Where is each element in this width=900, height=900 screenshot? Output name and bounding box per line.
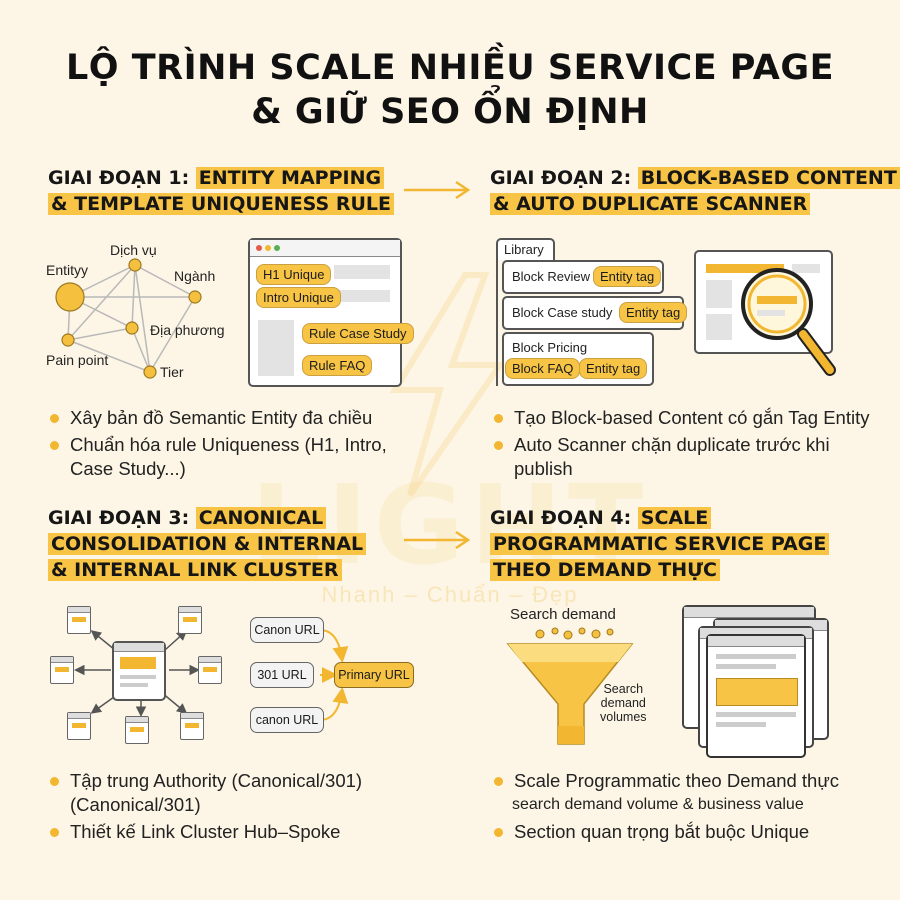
tag-intro-unique: Intro Unique bbox=[256, 287, 341, 308]
graph-node-pain-point: Pain point bbox=[46, 352, 109, 368]
tag-rule-case-study: Rule Case Study bbox=[302, 323, 414, 344]
spoke-page bbox=[50, 656, 74, 684]
301-url-box: 301 URL bbox=[250, 662, 314, 688]
bullet: Auto Scanner chặn duplicate trước khi pu… bbox=[492, 433, 872, 481]
phase-1-heading: GIAI ĐOẠN 1: ENTITY MAPPING & TEMPLATE U… bbox=[48, 165, 394, 217]
spoke-page bbox=[67, 712, 91, 740]
block-faq-tag: Block FAQ bbox=[505, 358, 581, 379]
bullet: Tập trung Authority (Canonical/301) (Can… bbox=[48, 769, 408, 817]
bullet-subtext: search demand volume & business value bbox=[512, 796, 804, 813]
watermark-slogan: Nhanh – Chuẩn – Đẹp bbox=[321, 582, 579, 607]
spoke-page bbox=[198, 656, 222, 684]
canon-url-box: Canon URL bbox=[250, 617, 324, 643]
block-case-study: Block Case study bbox=[502, 296, 684, 330]
graph-node-location: Địa phương bbox=[150, 322, 225, 338]
bullet: Chuẩn hóa rule Uniqueness (H1, Intro, Ca… bbox=[48, 433, 398, 481]
phase-2-heading: GIAI ĐOẠN 2: BLOCK-BASED CONTENT & AUTO … bbox=[490, 165, 900, 217]
library-stack bbox=[496, 256, 658, 386]
graph-node-entity: Entityy bbox=[46, 262, 89, 278]
canon-url-box: canon URL bbox=[250, 707, 324, 733]
graph-node-tier: Tier bbox=[160, 364, 184, 380]
page-stack-front bbox=[706, 634, 806, 758]
spoke-page bbox=[67, 606, 91, 634]
bullet: Section quan trọng bắt buộc Unique bbox=[492, 820, 872, 844]
hub-page bbox=[112, 641, 166, 701]
entity-tag: Entity tag bbox=[593, 266, 662, 287]
library-label: Library bbox=[504, 242, 544, 257]
bullet: Tạo Block-based Content có gắn Tag Entit… bbox=[492, 406, 872, 430]
phase-4-bullets: Scale Programmatic theo Demand thực sear… bbox=[492, 769, 872, 847]
lightning-watermark-icon bbox=[389, 272, 506, 497]
page-title-line-2: & GIỮ SEO ỔN ĐỊNH bbox=[251, 92, 649, 132]
phase-3-bullets: Tập trung Authority (Canonical/301) (Can… bbox=[48, 769, 408, 847]
phase-1-bullets: Xây bản đồ Semantic Entity đa chiều Chuẩ… bbox=[48, 406, 398, 484]
spoke-page bbox=[125, 716, 149, 744]
primary-url-box: Primary URL bbox=[334, 662, 414, 688]
tag-h1-unique: H1 Unique bbox=[256, 264, 332, 285]
bullet: Xây bản đồ Semantic Entity đa chiều bbox=[48, 406, 398, 430]
graph-node-industry: Ngành bbox=[174, 268, 216, 284]
phase-2-bullets: Tạo Block-based Content có gắn Tag Entit… bbox=[492, 406, 872, 484]
funnel-top-label: Search demand bbox=[510, 606, 616, 623]
arrow-right-icon bbox=[404, 530, 471, 550]
entity-tag: Entity tag bbox=[579, 358, 648, 379]
tag-rule-faq: Rule FAQ bbox=[302, 355, 373, 376]
magnifier-icon bbox=[741, 268, 836, 376]
graph-node-service: Dịch vụ bbox=[110, 242, 157, 258]
bullet: Scale Programmatic theo Demand thực bbox=[492, 769, 872, 793]
bullet: Thiết kế Link Cluster Hub–Spoke bbox=[48, 820, 408, 844]
spoke-page bbox=[180, 712, 204, 740]
entity-tag: Entity tag bbox=[619, 302, 688, 323]
page-title-line-1: LỘ TRÌNH SCALE NHIỀU SERVICE PAGE bbox=[66, 48, 834, 88]
spoke-page bbox=[178, 606, 202, 634]
entity-graph bbox=[55, 258, 202, 379]
phase-3-heading: GIAI ĐOẠN 3: CANONICAL CONSOLIDATION & I… bbox=[48, 505, 367, 583]
phase-4-heading: GIAI ĐOẠN 4: SCALE PROGRAMMATIC SERVICE … bbox=[490, 505, 830, 583]
funnel-side-label: Search demand volumes bbox=[600, 682, 647, 724]
funnel-icon bbox=[506, 627, 634, 745]
arrow-right-icon bbox=[404, 180, 471, 200]
library-folder: Library bbox=[496, 238, 555, 260]
